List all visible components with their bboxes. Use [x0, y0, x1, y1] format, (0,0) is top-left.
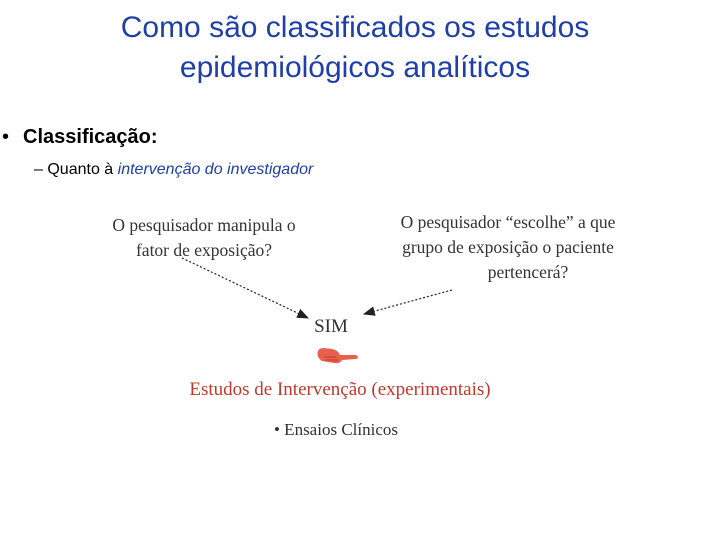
answer-sim: SIM	[314, 316, 348, 337]
bullet-classificacao: • Classificação:	[2, 126, 158, 149]
question-left-line-2: fator de exposição?	[135, 240, 273, 260]
question-left-line-1: O pesquisador manipula o	[112, 215, 296, 235]
question-right-line-2: grupo de exposição o paciente	[402, 237, 614, 257]
pointing-hand-icon	[317, 348, 358, 364]
sub-bullet-marker: –	[34, 161, 43, 178]
slide-title: Como são classificados os estudos epidem…	[0, 8, 710, 88]
sub-bullet-prefix: Quanto à	[47, 161, 114, 178]
bullet-label: Classificação:	[23, 126, 158, 148]
bullet-marker: •	[2, 126, 10, 148]
arrow-left	[181, 257, 310, 319]
question-right-line-1: O pesquisador “escolhe” a que	[400, 212, 616, 232]
result-estudos-intervencao: Estudos de Intervenção (experimentais)	[189, 379, 491, 400]
question-right-line-3: pertencerá?	[487, 262, 569, 282]
question-right: O pesquisador “escolhe” a que grupo de e…	[372, 210, 644, 285]
arrow-right	[362, 289, 453, 316]
title-line-2: epidemiológicos analíticos	[179, 51, 531, 84]
title-line-1: Como são classificados os estudos	[120, 11, 590, 44]
question-left: O pesquisador manipula o fator de exposi…	[84, 213, 324, 263]
example-ensaios-clinicos: • Ensaios Clínicos	[273, 420, 398, 439]
sub-bullet: – Quanto à intervenção do investigador	[34, 161, 313, 179]
sub-bullet-emphasis: intervenção do investigador	[117, 161, 314, 178]
